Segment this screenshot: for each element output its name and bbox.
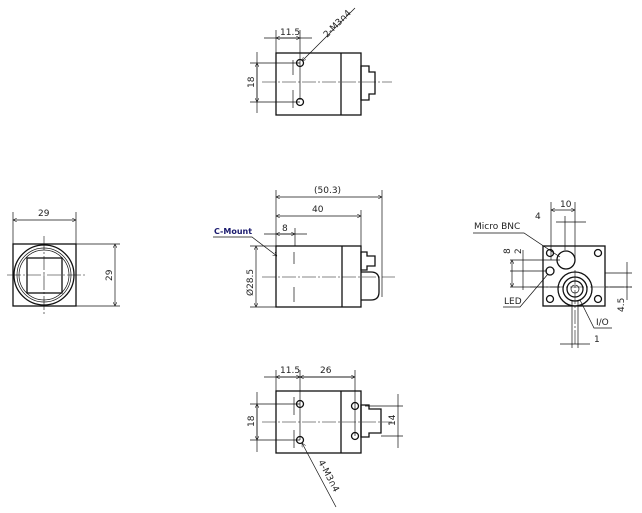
dim-4-5: 4.5	[617, 298, 627, 312]
dim-connector: 14	[388, 414, 398, 426]
top-view: 11.5 18 2-M3∩4	[247, 7, 392, 116]
callout-thread: 4-M3∩4	[315, 459, 340, 495]
dim-offset: 11.5	[280, 28, 300, 38]
callout-thread: 2-M3∩4	[322, 8, 354, 40]
rear-view: 10 4 8 2 4.5 1 Micro BNC LED I/O	[473, 200, 632, 348]
dim-mount: 8	[282, 224, 288, 234]
dim-1: 1	[594, 335, 600, 345]
dim-height: 18	[247, 76, 257, 88]
dim-diameter: Ø28.5	[245, 269, 256, 296]
front-view: 29 29	[7, 209, 120, 315]
bottom-view: 11.5 26 18 14 4-M3∩4	[247, 366, 403, 508]
dim-offset: 11.5	[280, 366, 300, 376]
dim-10: 10	[560, 200, 572, 210]
dim-height: 29	[105, 269, 115, 281]
dim-2: 2	[514, 248, 524, 254]
label-io: I/O	[596, 318, 609, 328]
dim-spacing: 26	[320, 366, 332, 376]
label-c-mount: C-Mount	[214, 227, 252, 236]
dim-8: 8	[503, 248, 513, 254]
side-view: (50.3) 40 8 Ø28.5 C-Mount	[213, 186, 395, 308]
dim-4: 4	[535, 212, 541, 222]
led-icon	[545, 266, 555, 276]
label-micro-bnc: Micro BNC	[474, 222, 520, 232]
dim-height: 18	[247, 415, 257, 427]
label-led: LED	[504, 297, 522, 307]
dim-width: 29	[38, 209, 50, 219]
dim-body: 40	[312, 205, 324, 215]
dim-overall: (50.3)	[314, 186, 341, 196]
